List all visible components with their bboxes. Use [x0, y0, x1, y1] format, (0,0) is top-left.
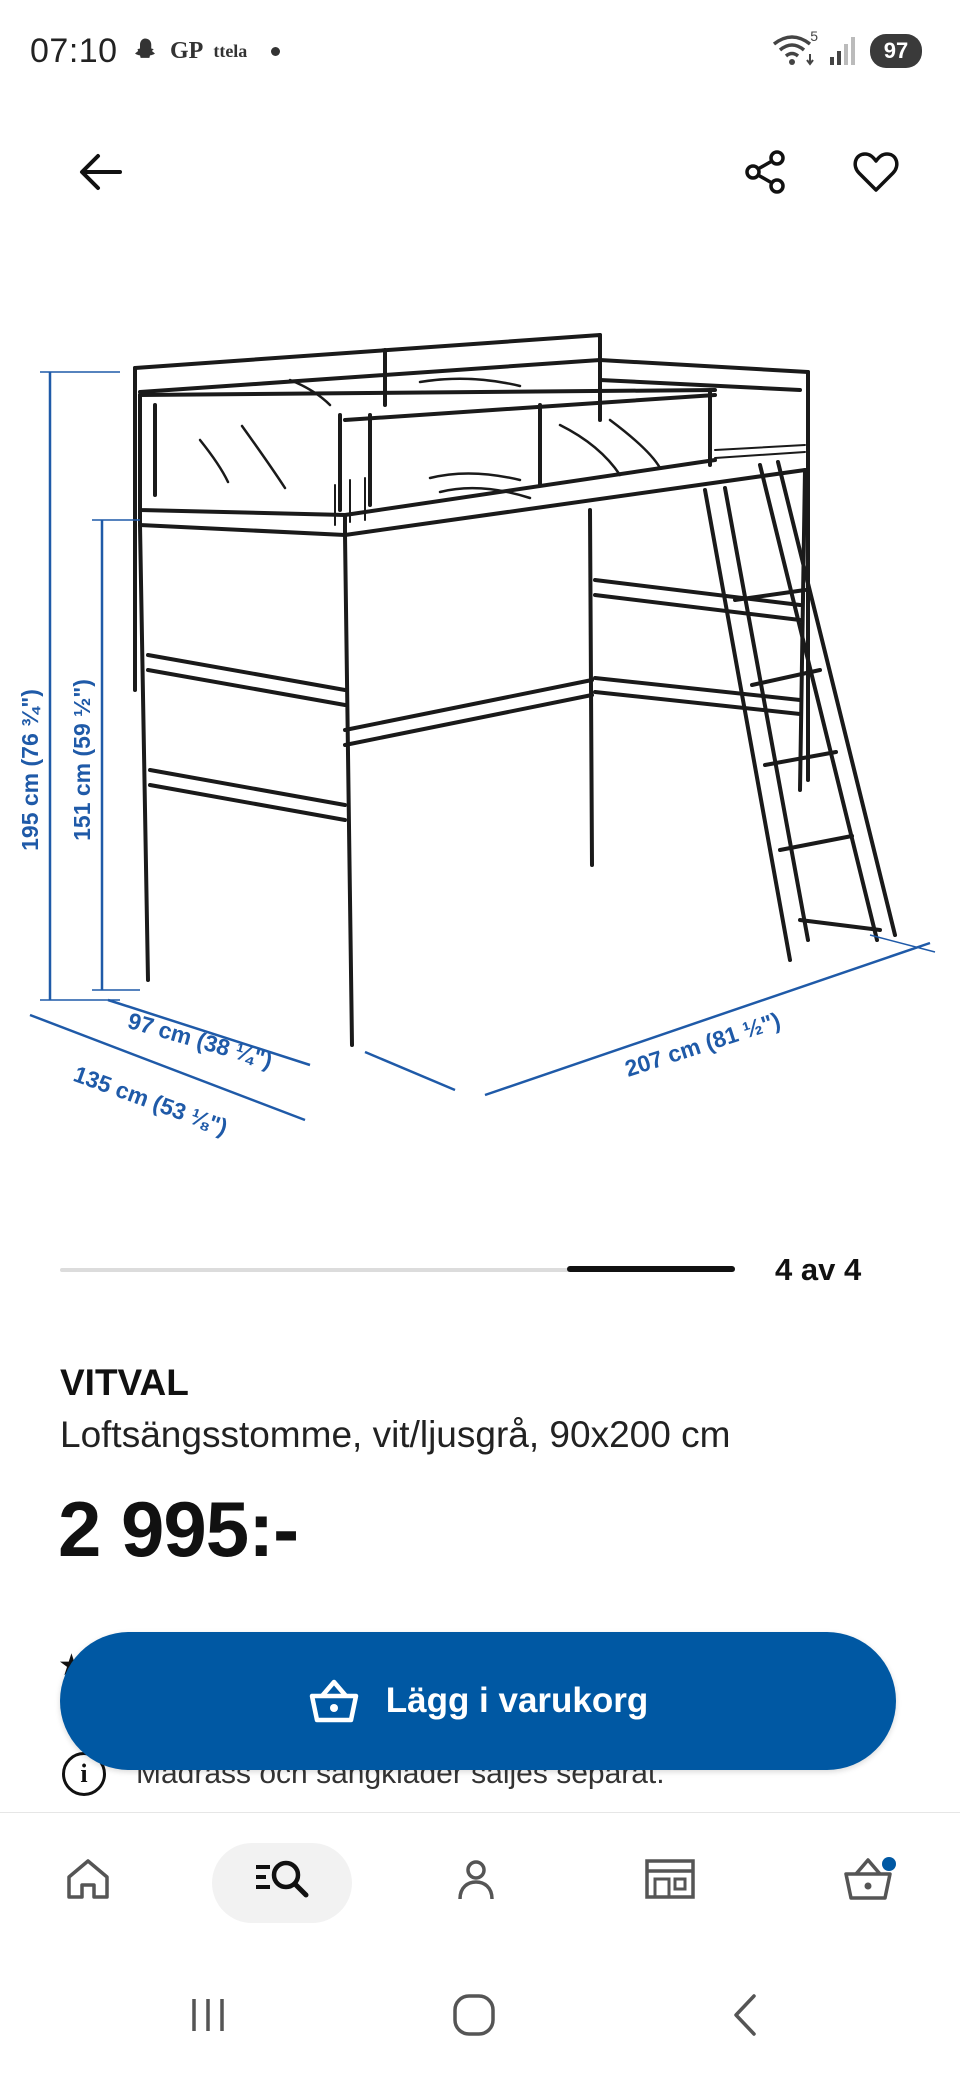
- wifi-badge: 5: [810, 28, 818, 44]
- carousel-progress-track: [60, 1268, 735, 1272]
- ttela-app-icon: ttela: [213, 40, 248, 61]
- bottom-navigation: [0, 1812, 960, 1941]
- status-system-icons: 5 97: [772, 28, 922, 68]
- back-button[interactable]: [60, 132, 140, 212]
- cart-badge-dot: [882, 1857, 896, 1871]
- carousel-counter: 4 av 4: [775, 1252, 862, 1287]
- dim-height-under: 151 cm (59 ½"): [69, 679, 95, 841]
- product-description: Loftsängsstomme, vit/ljusgrå, 90x200 cm: [60, 1414, 731, 1455]
- home-circle-icon: [453, 1994, 495, 2036]
- dim-length: 207 cm (81 ½"): [622, 1007, 784, 1082]
- nav-store[interactable]: [630, 1839, 710, 1919]
- status-time: 07:10: [30, 32, 118, 70]
- nav-cart[interactable]: [828, 1839, 908, 1919]
- add-to-cart-button[interactable]: Lägg i varukorg: [60, 1632, 896, 1770]
- system-navigation-bar: [0, 1960, 960, 2080]
- profile-icon: [458, 1860, 494, 1900]
- share-icon: [745, 150, 785, 194]
- product-price: 2 995:-: [58, 1485, 299, 1573]
- nav-search[interactable]: [242, 1839, 322, 1919]
- home-icon: [67, 1859, 109, 1899]
- add-to-cart-label: Lägg i varukorg: [385, 1681, 649, 1720]
- home-system-button[interactable]: [434, 1980, 514, 2050]
- status-notification-icons: GP ttela: [130, 36, 281, 66]
- snapchat-icon: [135, 38, 155, 58]
- wifi-icon: 5: [772, 28, 818, 68]
- product-image[interactable]: 195 cm (76 ¾") 151 cm (59 ½") 97 cm (38 …: [0, 300, 960, 1160]
- dim-width-outer: 135 cm (53 ⅛"): [70, 1061, 231, 1141]
- product-name: VITVAL: [60, 1362, 189, 1403]
- carousel-progress-thumb: [567, 1266, 735, 1272]
- back-system-button[interactable]: [706, 1980, 786, 2050]
- nav-profile[interactable]: [436, 1839, 516, 1919]
- basket-icon: [309, 1679, 358, 1723]
- nav-home[interactable]: [48, 1839, 128, 1919]
- search-list-icon: [256, 1860, 309, 1898]
- signal-icon: [830, 37, 855, 65]
- nav-active-indicator: [212, 1843, 352, 1923]
- heart-icon: [853, 152, 899, 192]
- battery-indicator: 97: [870, 34, 922, 68]
- cart-icon: [844, 1858, 892, 1900]
- more-notifications-dot: [271, 46, 281, 56]
- recent-apps-icon: [192, 1999, 224, 2031]
- arrow-left-icon: [80, 154, 122, 190]
- share-button[interactable]: [726, 132, 806, 212]
- chevron-left-icon: [734, 1994, 756, 2036]
- gp-app-icon: GP: [170, 37, 204, 64]
- dim-height-total: 195 cm (76 ¾"): [17, 689, 43, 851]
- favorite-button[interactable]: [836, 132, 916, 212]
- dim-width-inner: 97 cm (38 ¼"): [125, 1007, 275, 1073]
- recent-apps-button[interactable]: [168, 1980, 248, 2050]
- store-icon: [645, 1859, 695, 1899]
